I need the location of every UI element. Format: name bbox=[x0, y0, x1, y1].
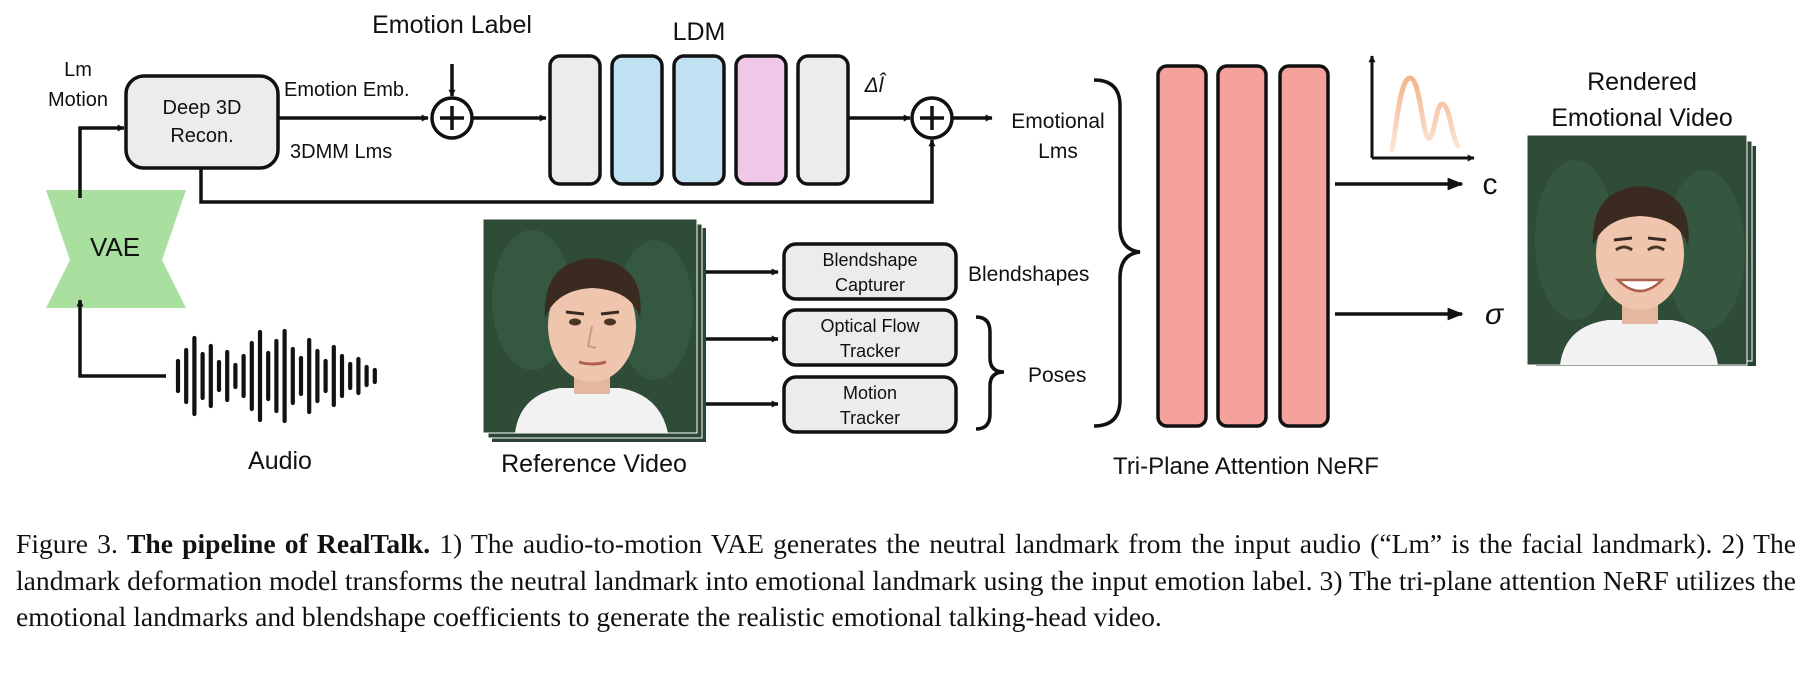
nerf-bar-1 bbox=[1156, 64, 1208, 428]
caption-title: The pipeline of RealTalk. bbox=[127, 528, 431, 559]
rendered-face-photo bbox=[1560, 186, 1718, 365]
lm-motion-label-1: Lm bbox=[64, 59, 92, 81]
dmm-lms-label: 3DMM Lms bbox=[290, 141, 392, 163]
density-plot-icon bbox=[1368, 55, 1475, 162]
ldm-label: LDM bbox=[673, 18, 726, 46]
figure-caption: Figure 3. The pipeline of RealTalk. 1) T… bbox=[16, 526, 1796, 636]
nerf-bar-3 bbox=[1278, 64, 1330, 428]
blendshape-capturer-label-2: Capturer bbox=[835, 275, 905, 295]
vae-to-deep3d-arrow bbox=[78, 124, 125, 198]
reference-video-label: Reference Video bbox=[501, 450, 687, 478]
ldm-block-4 bbox=[734, 54, 788, 186]
emotion-emb-label: Emotion Emb. bbox=[284, 79, 410, 101]
delta-l-label: Δl̂ bbox=[864, 73, 887, 97]
deep3d-label-2: Recon. bbox=[170, 125, 233, 147]
audio-waveform-icon bbox=[175, 328, 377, 424]
ldm-block-2 bbox=[610, 54, 664, 186]
emotional-lms-label-2: Lms bbox=[1038, 140, 1078, 163]
audio-to-vae-arrow bbox=[76, 299, 166, 378]
vae-block bbox=[46, 190, 186, 308]
poses-brace bbox=[975, 315, 1005, 431]
nerf-input-brace bbox=[1093, 78, 1141, 428]
ldm-block-3 bbox=[672, 54, 726, 186]
audio-label: Audio bbox=[248, 447, 312, 475]
motion-tracker-label-1: Motion bbox=[843, 383, 897, 403]
motion-tracker-label-2: Tracker bbox=[840, 408, 900, 428]
nerf-bar-2 bbox=[1216, 64, 1268, 428]
ldm-block-5 bbox=[796, 54, 850, 186]
bypass-arrow bbox=[199, 139, 936, 204]
optical-flow-tracker-label-2: Tracker bbox=[840, 341, 900, 361]
poses-label: Poses bbox=[1028, 364, 1086, 387]
blendshape-capturer-block bbox=[782, 242, 958, 301]
lm-motion-label-2: Motion bbox=[48, 89, 108, 111]
sum-node-2 bbox=[910, 96, 954, 140]
rendered-label-2: Emotional Video bbox=[1551, 104, 1733, 132]
motion-tracker-block bbox=[782, 375, 958, 434]
output-c-label: c bbox=[1483, 168, 1498, 201]
deep3d-recon-block bbox=[124, 74, 280, 170]
rendered-label-1: Rendered bbox=[1587, 68, 1697, 96]
output-sigma-label: σ bbox=[1485, 298, 1505, 331]
emotional-lms-label-1: Emotional bbox=[1011, 110, 1104, 133]
caption-prefix: Figure 3. bbox=[16, 528, 118, 559]
ldm-block-1 bbox=[548, 54, 602, 186]
emotion-label-text: Emotion Label bbox=[372, 11, 532, 39]
blendshapes-label: Blendshapes bbox=[968, 263, 1089, 286]
pipeline-figure: Audio VAE Lm Motion Deep 3D Recon. Emoti… bbox=[46, 11, 1756, 480]
reference-face-photo bbox=[515, 258, 668, 433]
nerf-label: Tri-Plane Attention NeRF bbox=[1113, 453, 1379, 480]
caption-body: 1) The audio-to-motion VAE generates the… bbox=[16, 528, 1796, 632]
blendshape-capturer-label-1: Blendshape bbox=[822, 250, 917, 270]
optical-flow-tracker-block bbox=[782, 308, 958, 367]
sum-node-1 bbox=[430, 96, 474, 140]
vae-label: VAE bbox=[90, 232, 140, 262]
ldm-blocks bbox=[548, 54, 850, 186]
nerf-bars bbox=[1156, 64, 1330, 428]
optical-flow-tracker-label-1: Optical Flow bbox=[820, 316, 920, 336]
deep3d-label-1: Deep 3D bbox=[163, 97, 242, 119]
